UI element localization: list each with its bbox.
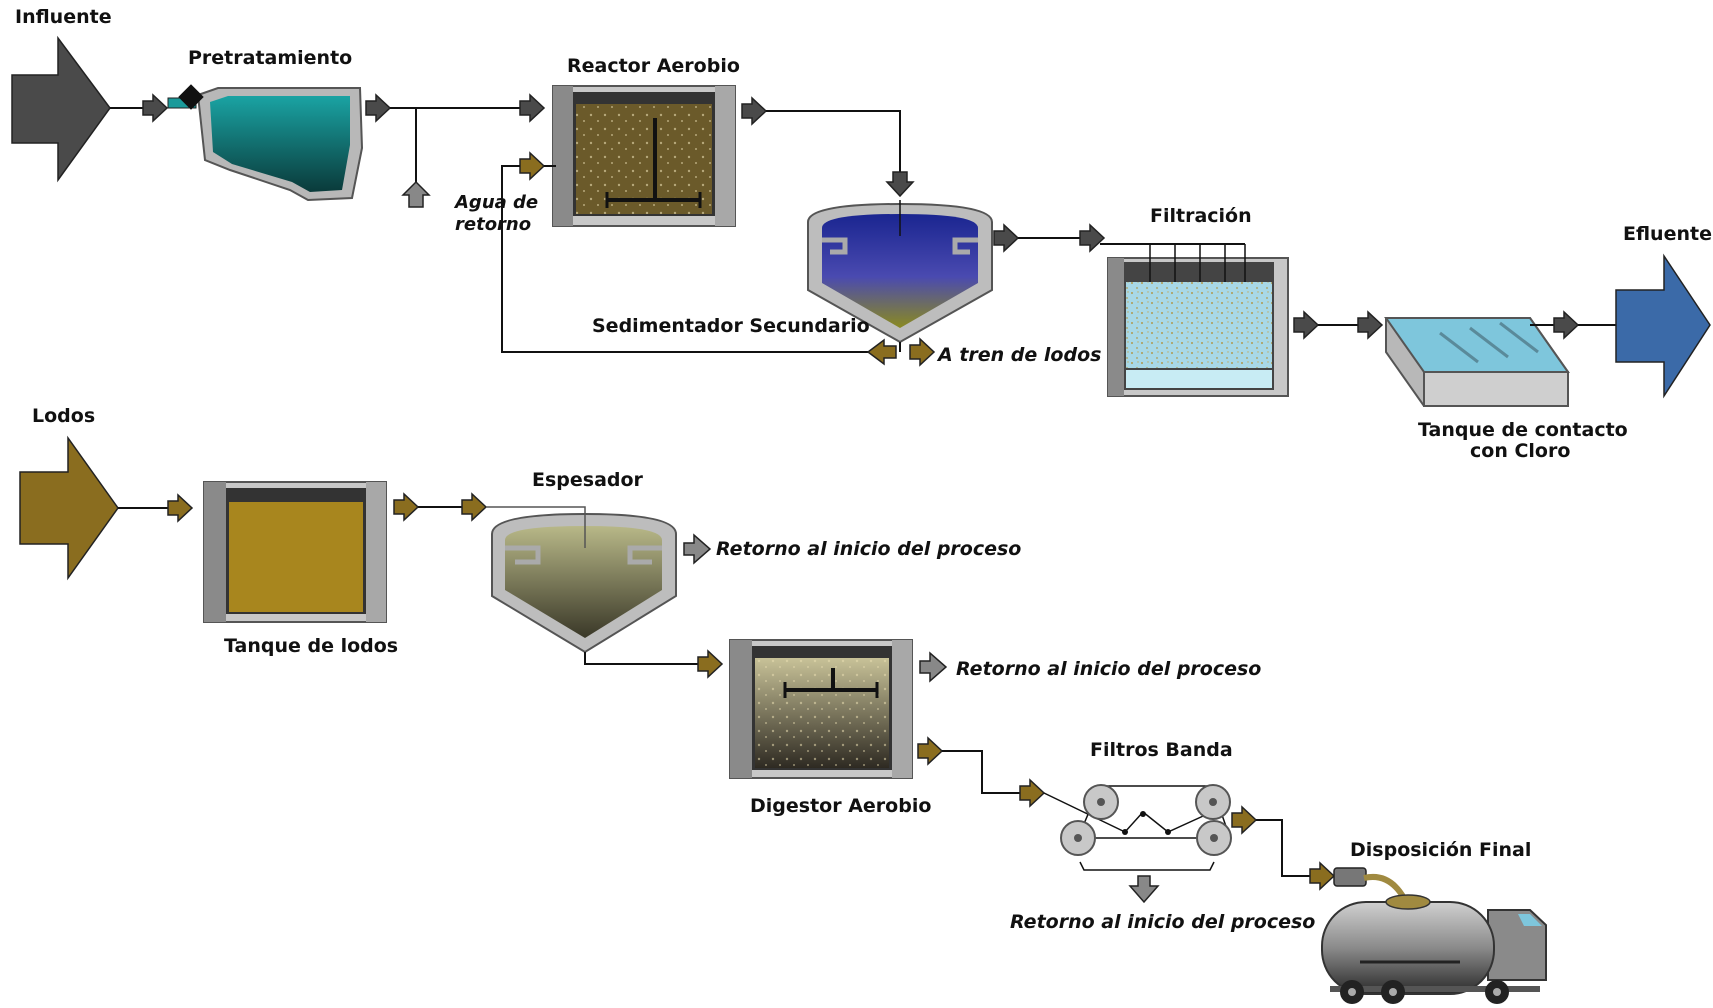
flow-arrow-icon (1553, 311, 1579, 339)
flow-arrow-icon (1231, 806, 1257, 834)
filtration-tank (1100, 243, 1289, 397)
flow-arrow-icon (365, 94, 391, 122)
return-flow-arrow-icon (519, 152, 545, 180)
sludge-inlet-arrow-icon (19, 435, 119, 581)
tanque-de-lodos-label: Tanque de lodos (224, 635, 398, 657)
flow-arrow-icon (1309, 862, 1335, 890)
flow-arrow-icon (1293, 311, 1319, 339)
pretratamiento-label: Pretratamiento (188, 47, 352, 69)
efluente-label: Efluente (1623, 223, 1712, 245)
sedimentador-label: Sedimentador Secundario (592, 315, 870, 337)
flow-arrow-icon (697, 650, 723, 678)
return-arrow-icon (683, 533, 712, 565)
flow-arrow-icon (167, 494, 193, 522)
to-sludge-arrow-icon (909, 338, 935, 366)
retorno-espesador-label: Retorno al inicio del proceso (716, 538, 1021, 560)
tanque-cloro-label-2: con Cloro (1470, 440, 1570, 462)
flow-arrow-icon (741, 97, 767, 125)
thickener (486, 506, 677, 654)
aerobic-digester (729, 639, 913, 779)
a-tren-de-lodos-label: A tren de lodos (936, 344, 1101, 366)
flow-arrow-icon (917, 737, 943, 765)
lodos-label: Lodos (32, 405, 95, 427)
agua-de-retorno-label-2: retorno (455, 214, 531, 235)
return-down-arrow-icon (1128, 875, 1160, 904)
flow-down-arrow-icon (885, 171, 915, 198)
pretreatment-tank (167, 84, 364, 202)
flow-arrow-icon (393, 493, 419, 521)
return-up-arrow-icon (401, 180, 431, 208)
reactor-aerobio-label: Reactor Aerobio (567, 55, 740, 77)
flow-arrow-icon (142, 94, 168, 122)
aerobic-reactor (552, 85, 736, 227)
flow-arrow-icon (1357, 311, 1383, 339)
flow-arrow-icon (993, 224, 1019, 252)
flow-arrow-icon (519, 94, 545, 122)
effluent-arrow-icon (1615, 253, 1711, 399)
sludge-tank (203, 481, 387, 623)
return-arrow-icon (919, 651, 948, 683)
flow-arrow-icon (461, 493, 487, 521)
retorno-digestor-label: Retorno al inicio del proceso (956, 658, 1261, 680)
return-left-arrow-icon (866, 338, 897, 366)
retorno-filtros-label: Retorno al inicio del proceso (1010, 911, 1315, 933)
secondary-clarifier (807, 200, 993, 344)
filtracion-label: Filtración (1150, 205, 1252, 227)
disposal-truck (1321, 867, 1547, 1004)
flow-arrow-icon (1079, 224, 1105, 252)
espesador-label: Espesador (532, 469, 644, 491)
influent-arrow-icon (11, 35, 111, 183)
agua-de-retorno-label-1: Agua de (453, 192, 538, 213)
chlorine-contact-tank (1384, 317, 1570, 407)
flow-arrow-icon (1019, 779, 1045, 807)
disposicion-final-label: Disposición Final (1350, 839, 1531, 861)
digestor-aerobio-label: Digestor Aerobio (750, 795, 931, 817)
tanque-cloro-label-1: Tanque de contacto (1418, 419, 1628, 441)
belt-filter-press (1043, 784, 1232, 871)
influente-label: Influente (15, 6, 112, 28)
filtros-banda-label: Filtros Banda (1090, 739, 1233, 761)
